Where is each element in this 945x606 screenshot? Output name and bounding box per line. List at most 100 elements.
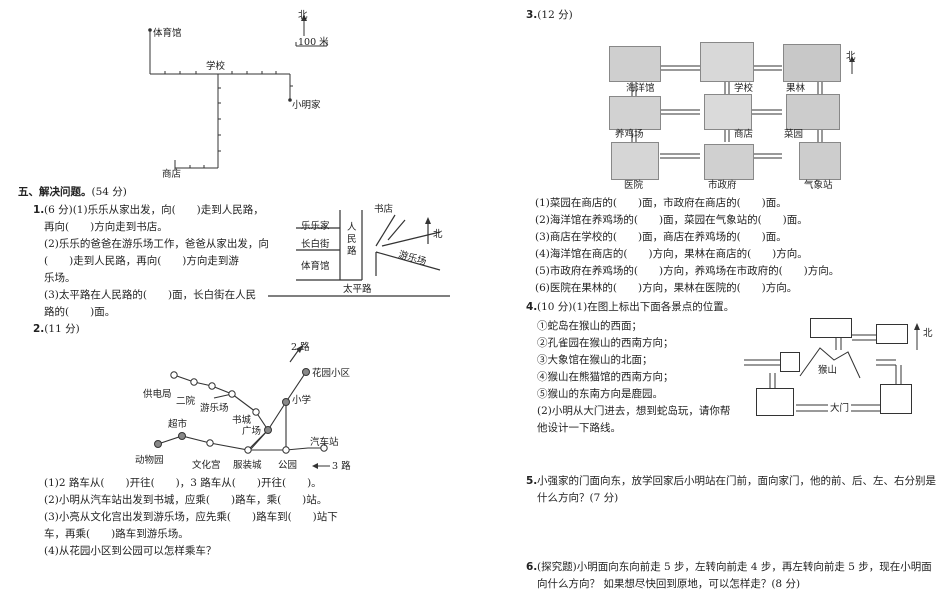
q1-north-label: 北 <box>433 229 443 240</box>
orchard-label: 果林 <box>786 83 806 94</box>
q6-line: (探究题)小明面向东向前走 5 步，左转向前走 4 步，再左转向前走 5 步，现… <box>537 561 932 573</box>
q4-line: 他设计一下路线。 <box>537 422 621 434</box>
vegetable-garden-image <box>786 94 840 130</box>
q1-line: (2)乐乐的爸爸在游乐场工作，爸爸从家出发，向 <box>44 238 269 250</box>
q3-line: (4)海洋馆在商店的( )方向，果林在商店的( )方向。 <box>535 248 808 260</box>
gate-label: 大门 <box>828 402 852 415</box>
q1-line: 路的( )面。 <box>44 306 116 318</box>
q3-line: (2)海洋馆在养鸡场的( )面，菜园在气象站的( )面。 <box>535 214 808 226</box>
q6-line: 向什么方向？ 如果想尽快回到原地，可以怎样走？(8 分) <box>537 578 801 590</box>
q2-line: (4)从花园小区到公园可以怎样乘车？ <box>44 545 217 557</box>
store-label: 商店 <box>162 169 182 180</box>
culture-palace-label: 文化宫 <box>192 460 221 471</box>
vegetable-label: 菜园 <box>784 129 804 140</box>
q5-number: 5. <box>526 475 538 487</box>
q2-line: (3)小亮从文化宫出发到游乐场，应先乘( )路车到( )站下 <box>44 511 338 523</box>
tiyuguan-label: 体育馆 <box>301 261 330 272</box>
q1-number: 1. <box>33 204 45 216</box>
taiping-road-label: 太平路 <box>343 284 372 295</box>
q2-line: (1)2 路车从( )开往( )，3 路车从( )开往( )。 <box>44 477 322 489</box>
q3-line: (6)医院在果林的( )方向，果林在医院的( )方向。 <box>535 282 798 294</box>
q3-number: 3. <box>526 9 538 21</box>
supermarket-label: 超市 <box>168 419 188 430</box>
lelejia-label: 乐乐家 <box>301 221 330 232</box>
q4-line: ①蛇岛在猴山的西面； <box>537 320 642 332</box>
store-image <box>704 94 752 130</box>
school-label: 学校 <box>206 61 226 72</box>
park-label: 游乐场 <box>200 403 229 414</box>
clothes-city-label: 服装城 <box>233 460 262 471</box>
q2-line: 车，再乘( )路车到游乐场。 <box>44 528 189 540</box>
q1-line: 再向( )方向走到书店。 <box>44 221 168 233</box>
power-label: 供电局 <box>143 389 172 400</box>
govt-label: 市政府 <box>708 180 737 191</box>
q6-number: 6. <box>526 561 538 573</box>
gym-label: 体育馆 <box>153 28 182 39</box>
ocean-label: 海洋馆 <box>626 83 655 94</box>
q3-north-label: 北 <box>846 51 856 62</box>
section-heading: 五、解决问题。(54 分) <box>18 186 127 199</box>
q4-north-label: 北 <box>923 328 933 339</box>
north-box-left <box>810 318 852 338</box>
q3-score: (12 分) <box>537 9 573 21</box>
renmin-road-label: 人民路 <box>347 222 357 257</box>
q1-line: (3)太平路在人民路的( )面，长白街在人民 <box>44 289 257 301</box>
square-label: 广场 <box>242 426 262 437</box>
q3-store-label: 商店 <box>734 129 754 140</box>
bus-station-label: 汽车站 <box>310 437 339 448</box>
weather-label: 气象站 <box>804 180 833 191</box>
q5-line: 小强家的门面向东，放学回家后小明站在门前，面向家门，他的前、后、左、右分别是 <box>537 475 936 487</box>
north-label: 北 <box>298 10 308 21</box>
q2-score: (11 分) <box>44 323 80 335</box>
q1-line: (6 分)(1)乐乐从家出发，向( )走到人民路， <box>44 204 264 216</box>
chicken-label: 养鸡场 <box>615 129 644 140</box>
q4-number: 4. <box>526 301 538 313</box>
govt-image <box>704 144 754 180</box>
q4-line: ③大象馆在猴山的北面； <box>537 354 653 366</box>
q1-line: 乐场。 <box>44 272 76 284</box>
ocean-hall-image <box>609 46 661 82</box>
west-box <box>780 352 800 372</box>
weather-station-image <box>799 142 841 180</box>
shudian-label: 书店 <box>374 204 394 215</box>
q3-line: (3)商店在学校的( )面，商店在养鸡场的( )面。 <box>535 231 787 243</box>
north-box-right <box>876 324 908 344</box>
school-label-q2: 小学 <box>292 395 312 406</box>
q3-line: (1)菜园在商店的( )面，市政府在商店的( )面。 <box>535 197 787 209</box>
erzhong-label: 二院 <box>176 396 196 407</box>
q3-heading: 3.(12 分) <box>526 9 573 22</box>
garden-label: 花园小区 <box>312 368 351 379</box>
bookcity-label: 书城 <box>232 415 252 426</box>
q3-line: (5)市政府在养鸡场的( )方向，养鸡场在市政府的( )方向。 <box>535 265 840 277</box>
q4-line: (2)小明从大门进去，想到蛇岛玩，请你帮 <box>537 405 731 417</box>
hospital-label: 医院 <box>624 180 644 191</box>
southwest-box <box>756 388 794 416</box>
school-image <box>700 42 754 82</box>
q2-heading: 2.(11 分) <box>33 323 80 336</box>
section-title: 五、解决问题。 <box>18 186 92 198</box>
southeast-box <box>880 384 912 414</box>
monkey-hill-label: 猴山 <box>818 365 838 376</box>
orchard-image <box>783 44 841 82</box>
route2-label: 2 路 <box>291 342 310 353</box>
q3-school-label: 学校 <box>734 83 754 94</box>
hospital-image <box>611 142 659 180</box>
q1-line: ( )走到人民路，再向( )方向走到游 <box>44 255 239 267</box>
scale-label: 100 米 <box>298 37 329 48</box>
zoo-label: 动物园 <box>135 455 164 466</box>
changbai-label: 长白街 <box>301 239 330 250</box>
q2-line: (2)小明从汽车站出发到书城，应乘( )路车，乘( )站。 <box>44 494 328 506</box>
q4-line: ④猴山在熊猫馆的西南方向； <box>537 371 674 383</box>
xiaoming-home-label: 小明家 <box>292 100 321 111</box>
chicken-farm-image <box>609 96 661 130</box>
q4-line: ⑤猴山的东南方向是鹿园。 <box>537 388 663 400</box>
gongyuan-label: 公园 <box>278 460 298 471</box>
q5-line: 什么方向？(7 分) <box>537 492 619 504</box>
q2-number: 2. <box>33 323 45 335</box>
route3-label: 3 路 <box>332 461 351 472</box>
